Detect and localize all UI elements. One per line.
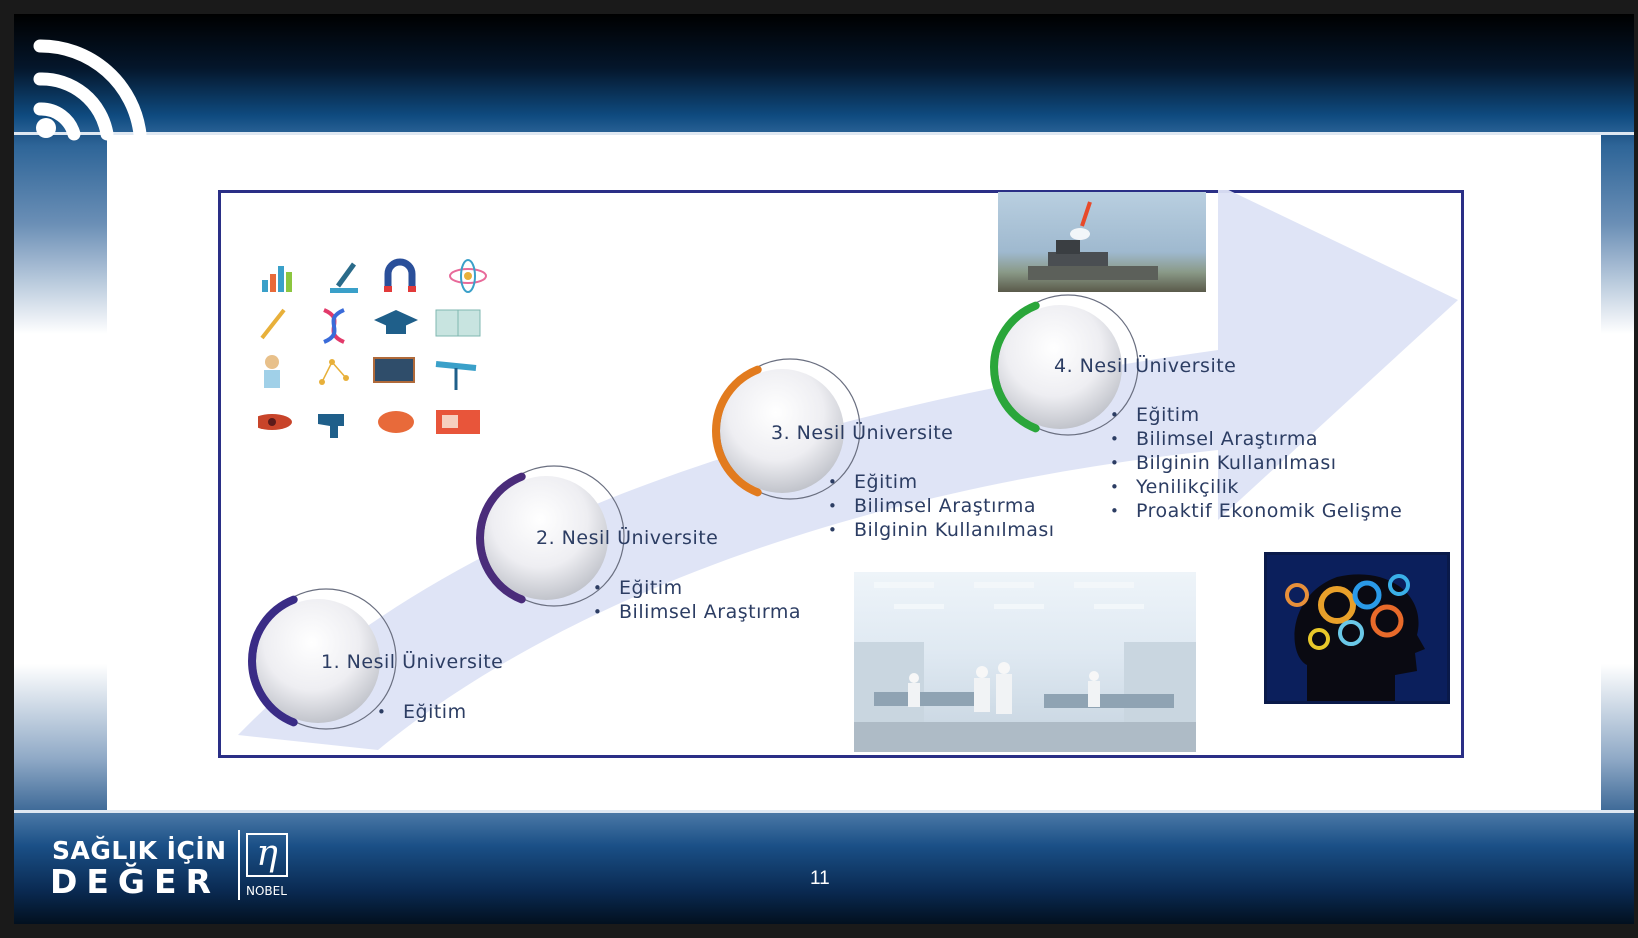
book-icon [435, 309, 481, 337]
laboratory-photo [854, 572, 1196, 752]
stage-1-label: 1. Nesil Üniversite [321, 651, 504, 673]
logo-divider [238, 830, 240, 900]
dna-icon [323, 308, 345, 344]
stage-1-bullets: Eğitim [377, 700, 467, 724]
list-item: Eğitim [593, 576, 801, 600]
header-divider [14, 132, 1634, 135]
stage-3-label: 3. Nesil Üniversite [771, 422, 954, 444]
list-item: Bilimsel Araştırma [828, 494, 1055, 518]
slide-footer-band [14, 813, 1634, 924]
stage-circle-1 [248, 588, 397, 730]
list-item: Proaktif Ekonomik Gelişme [1110, 499, 1402, 523]
stage-2-label: 2. Nesil Üniversite [536, 527, 719, 549]
hand-drill-icon [318, 414, 344, 438]
stage-circle-4 [990, 294, 1139, 436]
stage-3-bullets: Eğitim Bilimsel Araştırma Bilginin Kulla… [828, 470, 1055, 542]
brain-icon [378, 411, 414, 433]
nobel-logo: η [246, 833, 288, 877]
list-item: Eğitim [1110, 403, 1402, 427]
atom-icon [449, 259, 487, 293]
stage-arc-3 [712, 365, 762, 497]
stage-arc-1 [248, 595, 298, 727]
stage-4-bullets: Eğitim Bilimsel Araştırma Bilginin Kulla… [1110, 403, 1402, 523]
microscope-icon [330, 262, 358, 293]
chart-icon [262, 266, 292, 292]
logo-line-1: SAĞLIK İÇİN [52, 836, 227, 865]
list-item: Bilginin Kullanılması [828, 518, 1055, 542]
broadcast-icon [33, 39, 147, 141]
molecule-icon [319, 359, 349, 385]
list-item: Eğitim [377, 700, 467, 724]
list-item: Yenilikçilik [1110, 475, 1402, 499]
list-item: Bilginin Kullanılması [1110, 451, 1402, 475]
list-item: Bilimsel Araştırma [1110, 427, 1402, 451]
tv-icon [436, 410, 480, 434]
magnet-icon [384, 258, 416, 292]
stage-circle-3 [712, 358, 861, 500]
aircraft-launch-photo [998, 192, 1206, 292]
gears-head-image [1264, 552, 1450, 704]
scientist-icon [264, 355, 280, 388]
graduation-cap-icon [374, 310, 418, 334]
blackboard-icon [373, 357, 415, 383]
pipette-icon [260, 308, 286, 340]
footer-divider [14, 810, 1634, 813]
stage-4-label: 4. Nesil Üniversite [1054, 355, 1237, 377]
stage-arc-4 [990, 301, 1040, 433]
list-item: Bilimsel Araştırma [593, 600, 801, 624]
page-number: 11 [810, 868, 830, 889]
stage-arc-2 [476, 472, 526, 604]
science-icons-grid [258, 258, 487, 438]
slide-header-band [14, 14, 1634, 134]
telescope-icon [435, 361, 477, 390]
logo-line-2: DEĞER [50, 862, 220, 901]
eye-icon [258, 414, 292, 430]
nobel-brand: NOBEL [246, 884, 287, 898]
stage-2-bullets: Eğitim Bilimsel Araştırma [593, 576, 801, 624]
stage-circle-2 [476, 465, 625, 607]
list-item: Eğitim [828, 470, 1055, 494]
